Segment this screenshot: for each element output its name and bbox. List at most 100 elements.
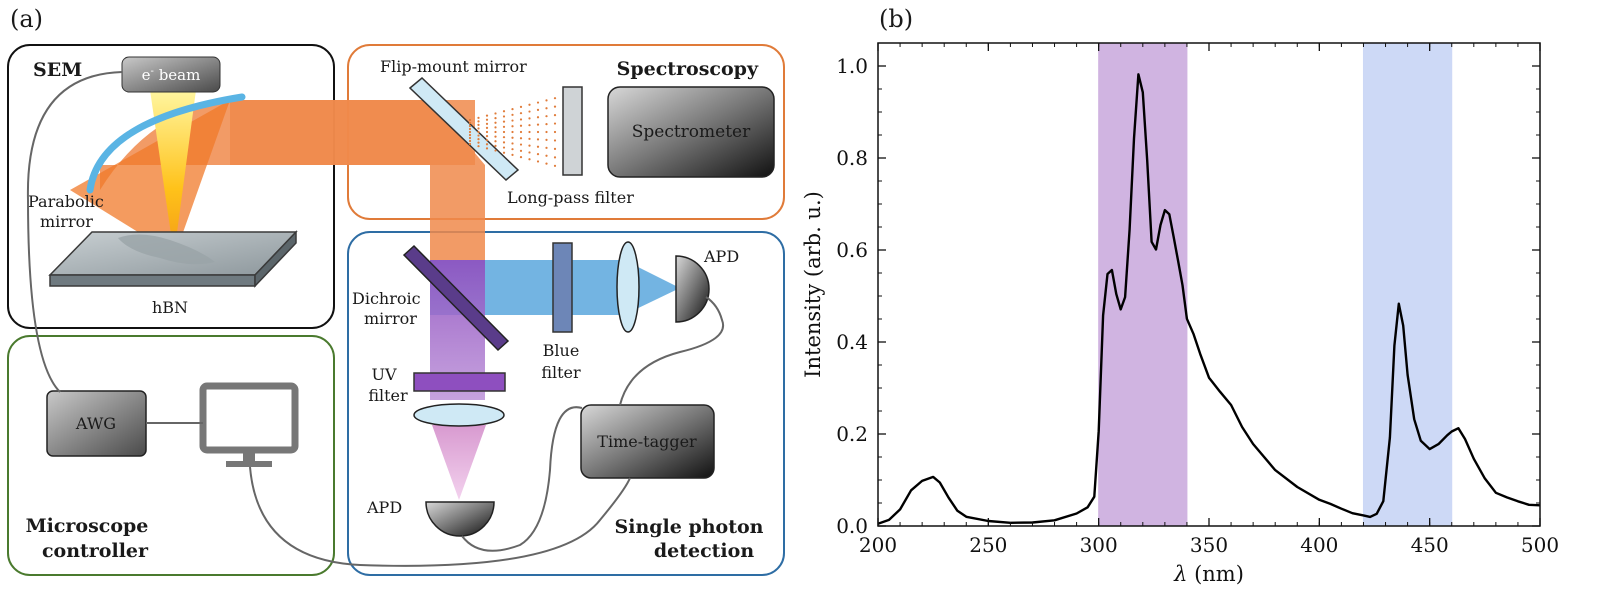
light-dot xyxy=(519,105,523,109)
light-dot xyxy=(494,135,497,138)
hbn-sample-front xyxy=(49,274,256,287)
series-line-0 xyxy=(877,73,1541,525)
long-pass-label: Long-pass filter xyxy=(507,188,634,207)
uv-filter xyxy=(413,372,506,392)
y-tick-label: 0.8 xyxy=(836,146,868,170)
dichroic-label-2: mirror xyxy=(364,309,417,328)
ebeam-label: e- beam xyxy=(142,66,201,84)
spectroscopy-title: Spectroscopy xyxy=(617,58,759,80)
light-dot xyxy=(477,123,480,127)
light-dot xyxy=(502,136,506,139)
light-dot xyxy=(545,107,548,110)
light-dot xyxy=(519,130,523,134)
light-dot xyxy=(468,133,472,137)
light-dot xyxy=(536,116,540,119)
uv-filter-label-2: filter xyxy=(368,386,408,405)
single-photon-title-2: detection xyxy=(654,540,754,562)
light-dot xyxy=(511,142,514,145)
light-dot xyxy=(468,118,472,122)
light-dot xyxy=(545,115,548,118)
ebeam-awg-cable xyxy=(26,71,123,393)
cables xyxy=(26,71,725,567)
parabolic-label-1: Parabolic xyxy=(28,192,104,211)
light-dot xyxy=(545,162,548,165)
light-dot xyxy=(468,139,472,143)
light-dot xyxy=(477,120,480,123)
light-dot xyxy=(485,126,489,130)
hbn-flake xyxy=(118,234,215,265)
light-dot xyxy=(485,130,489,134)
light-dot xyxy=(553,139,557,142)
light-dot xyxy=(502,130,506,134)
light-dot xyxy=(494,130,497,134)
light-dot xyxy=(477,134,480,137)
apd-bottom-label: APD xyxy=(366,498,402,517)
x-tick-label: 400 xyxy=(1300,533,1338,557)
light-dot xyxy=(528,117,531,120)
light-dot xyxy=(553,130,557,134)
x-tick-label: 450 xyxy=(1411,533,1449,557)
light-dot xyxy=(553,122,557,125)
y-axis-label: Intensity (arb. u.) xyxy=(801,191,825,378)
time-tagger xyxy=(580,404,715,479)
x-tick-label: 200 xyxy=(859,533,897,557)
monitor-timetagger-cable xyxy=(249,466,631,567)
light-dot xyxy=(528,137,531,140)
light-dot xyxy=(468,124,472,128)
light-dot xyxy=(511,148,514,151)
shaded-band-1 xyxy=(1362,42,1453,527)
light-dot xyxy=(511,107,514,111)
light-dot xyxy=(485,143,489,146)
light-dot xyxy=(485,147,489,150)
light-dot xyxy=(502,110,506,113)
light-dot xyxy=(502,151,506,154)
x-tick-label: 250 xyxy=(969,533,1007,557)
light-dot xyxy=(494,121,497,124)
apd-bottom-timetagger-cable xyxy=(461,406,583,552)
ebeam-source xyxy=(121,56,221,93)
y-tick-label: 0.0 xyxy=(836,514,868,538)
light-dot xyxy=(485,118,489,121)
x-tick-label: 300 xyxy=(1080,533,1118,557)
light-dot xyxy=(511,125,514,128)
x-tick-label: 350 xyxy=(1190,533,1228,557)
apd-top-timetagger-cable xyxy=(619,296,725,406)
light-dot xyxy=(485,122,489,125)
long-pass-filter xyxy=(562,86,583,176)
vertical-orange-beam xyxy=(430,165,485,260)
light-dot xyxy=(477,141,480,144)
light-dot xyxy=(485,139,489,142)
parabolic-mirror xyxy=(86,93,246,194)
light-dot xyxy=(536,145,540,148)
flip-mirror-label: Flip-mount mirror xyxy=(380,57,527,76)
apd-bottom xyxy=(425,501,495,537)
dichroic-mirror xyxy=(402,244,510,352)
light-dot xyxy=(502,146,506,149)
monitor-base xyxy=(226,461,272,467)
sem-title: SEM xyxy=(33,59,82,81)
light-dot xyxy=(477,127,480,130)
light-dot xyxy=(502,125,506,128)
sem-box xyxy=(7,44,335,329)
monitor-stand xyxy=(243,452,255,462)
light-dot xyxy=(536,160,540,163)
light-dot xyxy=(545,154,548,157)
light-dot xyxy=(536,123,540,126)
light-dot xyxy=(553,164,557,167)
light-dot xyxy=(502,115,506,118)
hbn-label: hBN xyxy=(152,298,188,317)
light-dot xyxy=(528,103,531,106)
light-dot xyxy=(536,138,540,141)
light-dot xyxy=(519,143,523,146)
light-dot xyxy=(536,130,540,134)
light-dot xyxy=(468,142,472,146)
light-dot xyxy=(519,118,523,121)
light-dot xyxy=(477,130,480,134)
controller-title-1: Microscope xyxy=(26,515,149,537)
light-dot xyxy=(519,149,523,152)
light-dot xyxy=(468,121,472,125)
light-dot xyxy=(553,105,557,108)
light-dot xyxy=(528,158,531,161)
